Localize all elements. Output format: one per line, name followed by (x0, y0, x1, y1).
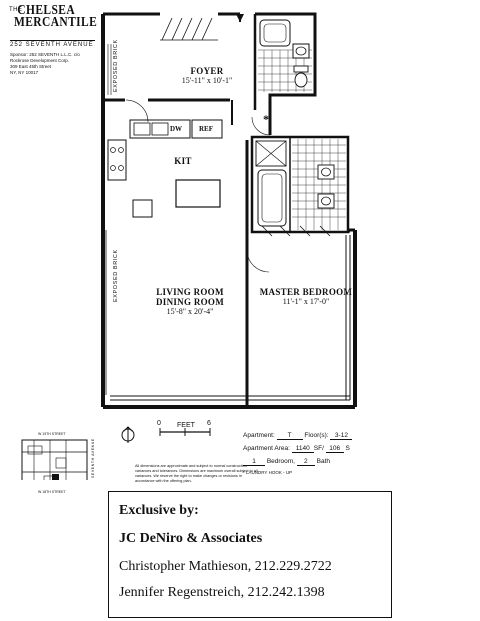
floor-plan (21, 12, 357, 480)
appliance-dw: DW (170, 125, 183, 133)
scale-label: FEET (177, 422, 195, 429)
appliance-ref: REF (199, 125, 213, 133)
room-master-bedroom: MASTER BEDROOM 11'-1" x 17'-0" (255, 287, 357, 307)
sponsor-line: NY, NY 10017 (10, 70, 39, 75)
scale-start: 0 (157, 420, 161, 427)
laundry-marker: * (263, 112, 269, 126)
bath1-wall (255, 12, 317, 135)
contact-agent: Jennifer Regenstreich, 212.242.1398 (119, 585, 325, 600)
disclaimer-text: All dimensions are approximate and subje… (135, 464, 258, 483)
wall-label-exposed-brick: EXPOSED BRICK (113, 249, 119, 302)
bedrooms-label: Bedroom, (266, 458, 295, 465)
sponsor-line: 309 East 45th Street (10, 64, 52, 69)
key-plan-street-top: W 19TH STREET (38, 432, 66, 436)
room-dimensions: 15'-11" x 10'-1" (181, 76, 233, 85)
room-name: FOYER (190, 66, 224, 76)
sponsor-line: Sponsor: 252 SEVENTH L.L.C. c/o (10, 52, 80, 57)
wall-label-exposed-brick: EXPOSED BRICK (113, 39, 119, 92)
apartment-value: T (276, 432, 303, 440)
room-kitchen: KIT (174, 156, 192, 166)
area-value: 1140 (291, 445, 314, 453)
brand-address: 252 SEVENTH AVENUE (10, 40, 95, 48)
key-plan (21, 439, 88, 480)
room-name: LIVING ROOM (156, 287, 224, 297)
floors-value: 3-12 (330, 432, 353, 440)
room-living-dining: LIVING ROOM DINING ROOM 15'-8" x 20'-4" (140, 287, 240, 317)
contact-box: Exclusive by: JC DeNiro & Associates Chr… (108, 491, 392, 618)
room-name: MASTER BEDROOM (259, 287, 353, 297)
north-arrow-icon (121, 426, 135, 443)
contact-agent: Christopher Mathieson, 212.229.2722 (119, 559, 332, 574)
area-metric-unit: S (345, 445, 350, 452)
area-metric-value: 106 (325, 445, 344, 453)
laundry-note: * LAUNDRY HOOK - UP (243, 470, 293, 475)
scale-end: 6 (207, 420, 211, 427)
apartment-info: Apartment: T Floor(s): 3-12 Apartment Ar… (243, 432, 373, 475)
brand-name-line2: MERCANTILE (14, 15, 98, 30)
baths-label: Bath (316, 458, 330, 465)
key-plan-unit-highlight (52, 474, 59, 480)
apartment-label: Apartment: (243, 432, 275, 439)
baths-value: 2 (296, 458, 315, 466)
key-plan-avenue: SEVENTH AVENUE (91, 438, 95, 478)
sponsor-info: Sponsor: 252 SEVENTH L.L.C. c/o Rockrose… (10, 52, 95, 76)
contact-firm: JC DeNiro & Associates (119, 531, 263, 546)
brand-name-line1: CHELSEA (17, 3, 76, 18)
area-label: Apartment Area: (243, 445, 290, 452)
room-dimensions: 15'-8" x 20'-4" (166, 307, 214, 316)
scale-bar (159, 428, 211, 436)
key-plan-street-bottom: W 18TH STREET (38, 490, 66, 494)
bath2-wall (250, 135, 350, 234)
contact-header: Exclusive by: (119, 503, 199, 518)
room-name: DINING ROOM (155, 297, 225, 307)
area-unit: SF/ (313, 445, 324, 452)
brand-logo: CHELSEA MERCANTILE (14, 3, 98, 30)
room-dimensions: 11'-1" x 17'-0" (282, 297, 330, 306)
brand-prefix: THE (9, 7, 23, 13)
room-foyer: FOYER 15'-11" x 10'-1" (162, 66, 252, 86)
floors-label: Floor(s): (304, 432, 329, 439)
entry-arrow (236, 14, 244, 22)
bedrooms-value: 1 (243, 458, 265, 466)
sponsor-line: Rockrose Development Corp. (10, 58, 70, 63)
